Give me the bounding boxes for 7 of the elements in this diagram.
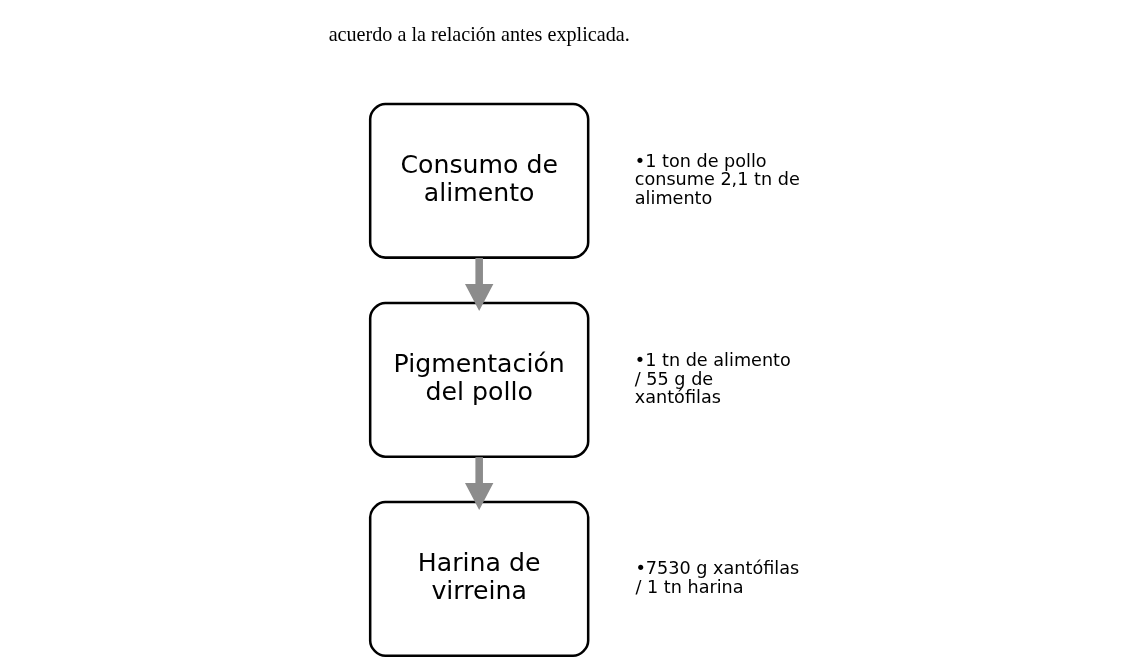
node-box: Pigmentación del pollo	[368, 301, 590, 458]
node-box: Consumo de alimento	[368, 102, 590, 259]
node-label: •1 tn de alimento / 55 g de xantófilas	[634, 349, 791, 408]
label: acuerdo a la relación antes explicada.	[328, 22, 630, 45]
node-label: •7530 g xantófilas / 1 tn harina	[635, 558, 800, 598]
node-label: •1 ton de pollo consume 2,1 tn de alimento	[634, 150, 800, 209]
node-box: Harina de virreina	[368, 500, 590, 658]
